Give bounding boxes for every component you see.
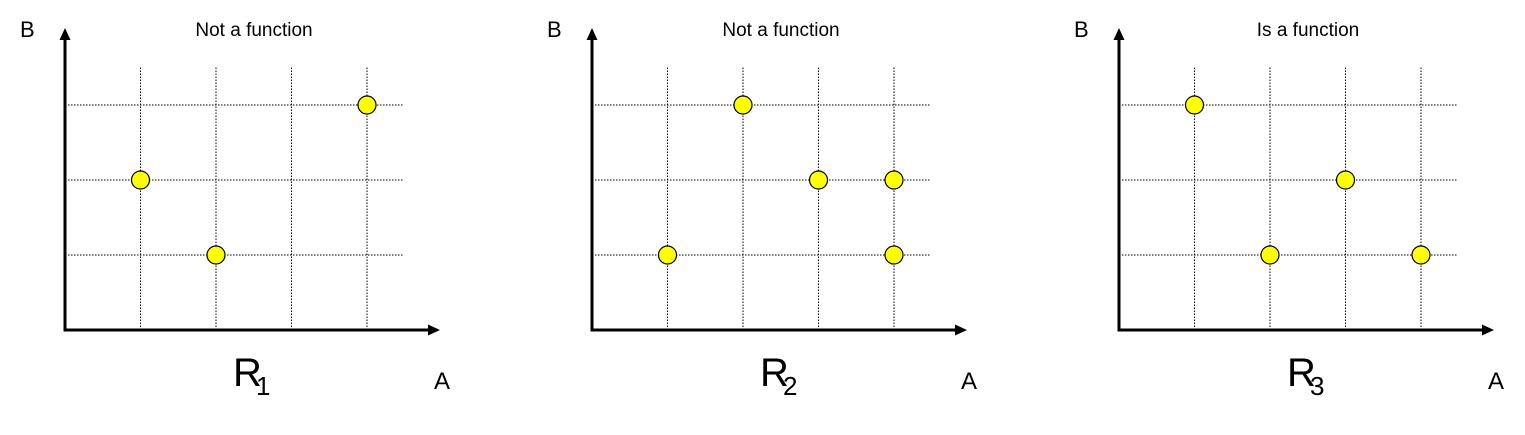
y-axis-arrow-icon (586, 28, 598, 40)
relation-label: R (1287, 351, 1316, 395)
data-point (657, 245, 678, 265)
data-point (884, 170, 904, 190)
relation-label: R (233, 351, 262, 395)
relation-subscript: 3 (1310, 371, 1324, 401)
y-axis-label: B (547, 17, 562, 42)
x-axis-label: A (1488, 368, 1504, 395)
y-axis-label: B (1074, 17, 1089, 42)
data-point (808, 170, 829, 190)
x-axis-label: A (961, 368, 977, 395)
data-point (1335, 170, 1356, 190)
data-point (206, 245, 226, 265)
data-point (1260, 245, 1280, 265)
chart-title: Not a function (722, 20, 839, 41)
x-axis-arrow-icon (1482, 324, 1494, 336)
data-point (130, 170, 151, 190)
x-axis-arrow-icon (955, 324, 967, 336)
x-axis-arrow-icon (428, 324, 440, 336)
y-axis-arrow-icon (59, 28, 71, 40)
data-point (884, 245, 904, 265)
data-point (1184, 95, 1205, 115)
relation-label: R (760, 351, 789, 395)
x-axis-label: A (434, 368, 450, 395)
data-point (733, 95, 753, 115)
relation-subscript: 1 (256, 371, 270, 401)
data-point (1411, 245, 1431, 265)
chart-title: Is a function (1257, 20, 1359, 41)
relation-subscript: 2 (783, 371, 797, 401)
data-point (357, 95, 377, 115)
y-axis-arrow-icon (1113, 28, 1125, 40)
y-axis-label: B (20, 17, 35, 42)
chart-title: Not a function (195, 20, 312, 41)
